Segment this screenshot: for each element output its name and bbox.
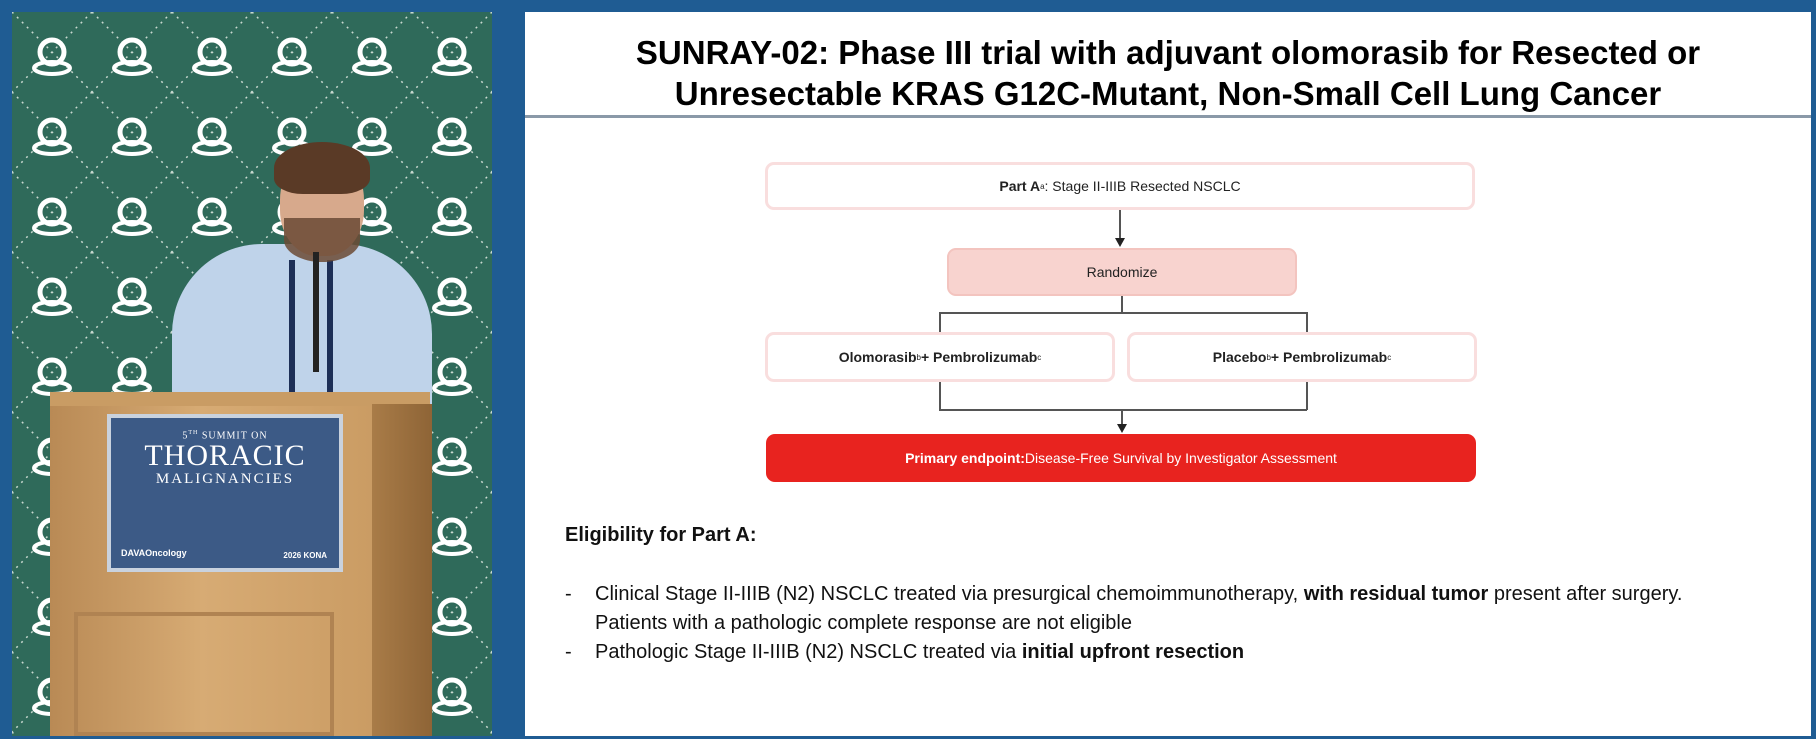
speaker-video: 5TH SUMMIT ON THORACIC MALIGNANCIES DAVA… [12, 12, 492, 736]
connector-line [1119, 210, 1121, 238]
kona-logo: 2026 KONA [283, 551, 327, 560]
arrow-down-icon [1117, 424, 1127, 433]
podium-sign: 5TH SUMMIT ON THORACIC MALIGNANCIES DAVA… [107, 414, 343, 572]
slide-title: SUNRAY-02: Phase III trial with adjuvant… [525, 12, 1811, 118]
slide-title-line2: Unresectable KRAS G12C-Mutant, Non-Small… [674, 75, 1662, 112]
connector-line [1306, 312, 1308, 332]
eligibility-list: - Clinical Stage II-IIIB (N2) NSCLC trea… [565, 580, 1795, 667]
connector-line [1306, 382, 1308, 410]
sign-title: THORACIC [144, 439, 306, 473]
connector-line [939, 312, 1307, 314]
connector-line [1121, 409, 1123, 424]
eligibility-heading: Eligibility for Part A: [565, 524, 757, 546]
connector-line [939, 312, 941, 332]
speaker-hair [274, 142, 370, 194]
bullet-dash: - [565, 583, 572, 605]
connector-line [939, 382, 941, 410]
list-item: - Pathologic Stage II-IIIB (N2) NSCLC tr… [565, 638, 1795, 667]
dava-oncology-logo: DAVAOncology [121, 548, 187, 558]
connector-line [939, 409, 1307, 411]
speaker-beard [284, 218, 360, 262]
bullet-text: Clinical Stage II-IIIB (N2) NSCLC treate… [595, 583, 1683, 634]
list-item: - Clinical Stage II-IIIB (N2) NSCLC trea… [565, 580, 1795, 638]
microphone-icon [313, 252, 319, 372]
bullet-text: Pathologic Stage II-IIIB (N2) NSCLC trea… [595, 641, 1245, 663]
slide-title-line1: SUNRAY-02: Phase III trial with adjuvant… [635, 34, 1701, 71]
presentation-slide: SUNRAY-02: Phase III trial with adjuvant… [525, 12, 1811, 736]
arrow-down-icon [1115, 238, 1125, 247]
lanyard [289, 260, 333, 400]
randomize-box: Randomize [947, 248, 1297, 296]
sign-subtitle: MALIGNANCIES [155, 471, 295, 488]
podium-side [372, 404, 432, 736]
bullet-dash: - [565, 641, 572, 663]
connector-line [1121, 296, 1123, 312]
sign-ordinal: 5TH SUMMIT ON [182, 430, 268, 442]
primary-endpoint-box: Primary endpoint: Disease-Free Survival … [766, 434, 1476, 482]
podium-panel [74, 612, 334, 736]
